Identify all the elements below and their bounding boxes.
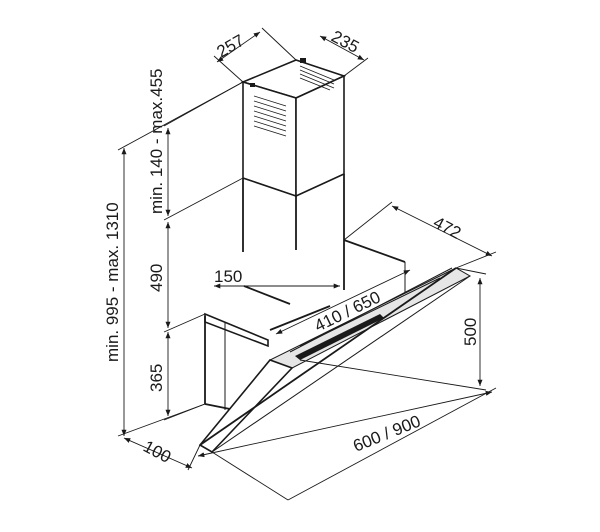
- dim-bracket-width: 150: [214, 267, 242, 286]
- dim-hood-body: 365: [147, 364, 166, 392]
- dim-chimney-lower: 490: [147, 264, 166, 292]
- rear-vent-slots: [299, 65, 335, 91]
- dim-chimney-depth: 257: [214, 31, 248, 62]
- front-vent-slots: [253, 95, 287, 137]
- dimension-lines: [117, 27, 497, 501]
- chimney-front-face: [242, 80, 297, 198]
- upper-chimney: [240, 58, 347, 198]
- dim-total-height: min. 995 - max. 1310: [103, 202, 122, 362]
- dim-chimney-width: 235: [328, 27, 362, 57]
- dim-hood-depth: 472: [430, 213, 464, 243]
- glass-front-panel: [199, 267, 472, 453]
- dim-hood-width: 600 / 900: [350, 412, 423, 456]
- chimney-side-face: [295, 74, 345, 198]
- dim-wall-offset: 100: [140, 437, 174, 467]
- chimney-screw-2: [250, 83, 255, 87]
- hood-top-edge: [204, 312, 269, 348]
- chimney-screw-1: [300, 58, 306, 63]
- dim-chimney-upper: min. 140 - max.455: [147, 68, 166, 214]
- dim-hood-height: 500: [461, 318, 480, 346]
